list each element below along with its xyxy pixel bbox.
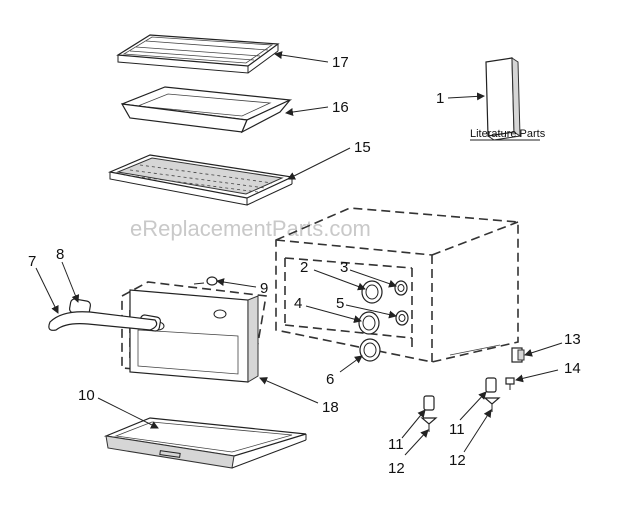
part-12-screw-right (483, 397, 501, 412)
part-1-literature-booklet (485, 57, 521, 141)
part-11-foot-right (485, 377, 497, 393)
leader-10 (97, 397, 159, 429)
leader-17 (274, 51, 329, 63)
leader-6 (339, 355, 363, 373)
callout-11-left: 11 (388, 436, 404, 453)
knob-spacer-upper (394, 280, 408, 296)
watermark-text: eReplacementParts.com (130, 216, 371, 241)
callout-9: 9 (260, 280, 268, 297)
callout-12-right: 12 (449, 452, 466, 469)
knob-temperature (359, 338, 381, 362)
callout-4: 4 (294, 295, 302, 312)
callout-17: 17 (332, 54, 349, 71)
callout-11-right: 11 (449, 421, 465, 438)
leader-15 (287, 147, 351, 180)
leader-9 (216, 278, 257, 288)
callout-3: 3 (340, 259, 348, 276)
callout-8: 8 (56, 246, 64, 263)
leader-11-left (401, 409, 426, 439)
part-16-baking-pan (120, 86, 293, 134)
leader-12-right (463, 409, 492, 453)
part-17-wire-rack (116, 34, 280, 74)
part-12-screw-left (420, 417, 438, 432)
callout-13: 13 (564, 331, 581, 348)
leader-2 (313, 269, 366, 291)
part-13-hinge (511, 347, 525, 363)
callout-15: 15 (354, 139, 371, 156)
callout-2: 2 (300, 259, 308, 276)
literature-parts-label: Literature Parts (470, 128, 546, 140)
callout-1: 1 (436, 90, 444, 107)
leader-4 (305, 305, 362, 324)
knob-spacer-lower (395, 310, 409, 326)
part-11-foot-left (423, 395, 435, 411)
leader-7 (35, 267, 59, 314)
callout-6: 6 (326, 371, 334, 388)
leader-5 (345, 304, 397, 319)
oven-body-outline (275, 207, 519, 363)
callout-16: 16 (332, 99, 349, 116)
knob-timer (361, 280, 383, 304)
callout-10: 10 (78, 387, 95, 404)
callout-18: 18 (322, 399, 339, 416)
leader-11-right (459, 391, 487, 421)
callout-12-left: 12 (388, 460, 405, 477)
part-7-door-handle (48, 311, 158, 331)
leader-16 (285, 106, 329, 116)
callout-7: 7 (28, 253, 36, 270)
part-9-screw (193, 276, 218, 286)
leader-1 (447, 92, 485, 101)
part-10-crumb-tray (103, 417, 307, 469)
callout-5: 5 (336, 295, 344, 312)
part-15-broil-rack (107, 154, 295, 206)
callout-14: 14 (564, 360, 581, 377)
leader-18 (259, 377, 319, 404)
leader-12-left (404, 429, 429, 456)
part-14-screw (505, 377, 515, 390)
leader-3 (349, 269, 397, 288)
part-18-glass-door (129, 289, 259, 383)
knob-function (358, 311, 380, 335)
leader-13 (524, 342, 563, 357)
leader-14 (515, 369, 559, 383)
leader-8 (61, 261, 80, 303)
